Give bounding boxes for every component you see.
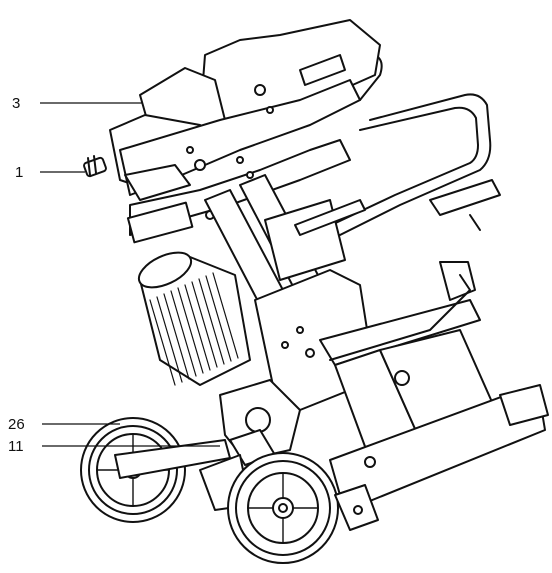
motor	[137, 251, 251, 386]
upper-unit	[109, 19, 381, 244]
front-wheel	[227, 452, 339, 564]
callout-1: 1	[15, 164, 24, 181]
lower-chassis	[254, 269, 549, 506]
callout-3: 3	[12, 95, 21, 112]
front-bracket	[334, 484, 379, 531]
adjust-knob	[83, 155, 107, 178]
callout-11: 11	[8, 438, 24, 455]
leader-lines	[40, 102, 220, 447]
handle-frame	[324, 54, 501, 301]
callout-26: 26	[8, 416, 25, 433]
